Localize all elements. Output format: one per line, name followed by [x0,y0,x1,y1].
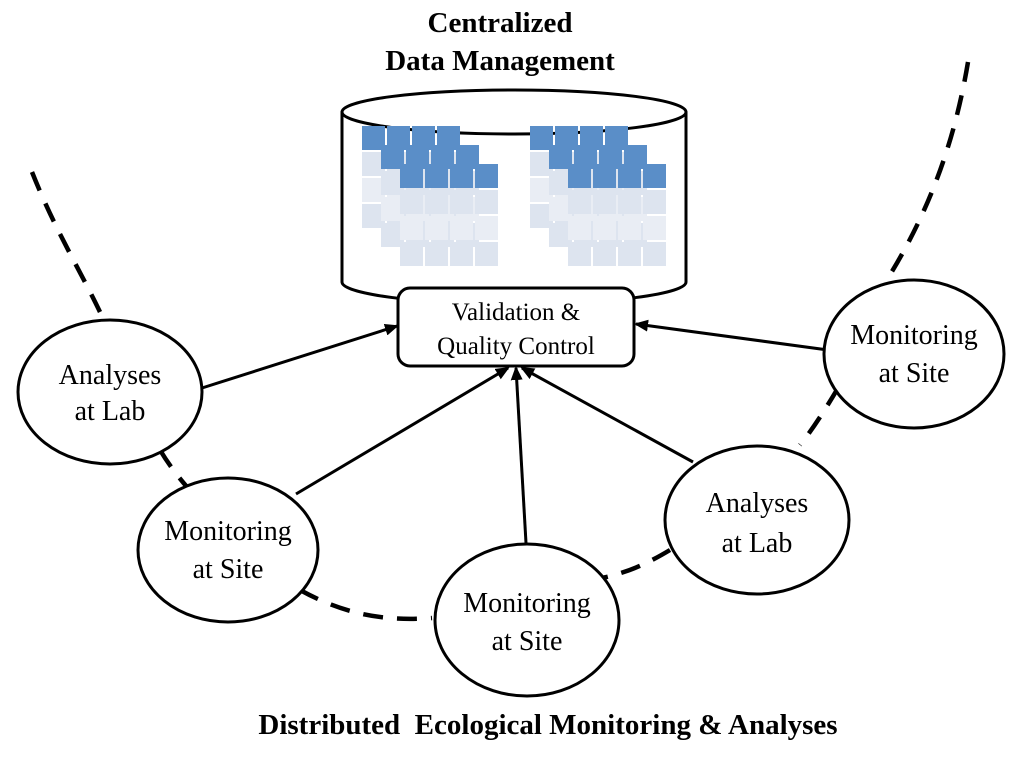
validation-box: Validation & Quality Control [396,286,636,368]
table-body-cell [475,216,498,240]
table-header-cell [387,126,410,150]
node-label-line1: Monitoring [164,516,292,547]
table-body-cell [643,190,666,214]
table-body-cell [643,242,666,266]
table-body-cell [425,216,448,240]
node-monitoring-site-left: Monitoring at Site [136,476,320,624]
arrow-monitoring-left [295,366,510,496]
table-header-cell [555,126,578,150]
table-header-cell [643,164,666,188]
database-cylinder [340,88,688,306]
table-body-cell [362,178,385,202]
table-body-cell [568,216,591,240]
table-header-cell [450,164,473,188]
table-header-cell [568,164,591,188]
table-header-cell [549,145,572,169]
table-header-cell [605,126,628,150]
table-body-cell [425,190,448,214]
node-label-line1: Analyses [706,488,809,519]
table-body-cell [593,216,616,240]
table-header-cell [381,145,404,169]
arrow-monitoring-center [510,366,528,544]
node-analyses-lab-left: Analyses at Lab [16,318,204,466]
table-body-cell [593,190,616,214]
table-header-cell [580,126,603,150]
table-body-cell [549,223,572,247]
node-label-line1: Monitoring [463,588,591,619]
table-header-cell [599,145,622,169]
data-tables-group [362,126,666,266]
table-header-cell [437,126,460,150]
validation-box-line1: Validation & [452,299,580,326]
node-analyses-lab-right: Analyses at Lab [663,444,851,596]
table-body-cell [381,223,404,247]
node-monitoring-site-right: Monitoring at Site [822,278,1006,430]
table-header-cell [574,145,597,169]
table-header-cell [406,145,429,169]
table-body-cell [618,242,641,266]
table-body-cell [530,152,553,176]
node-label-line2: at Lab [722,528,793,559]
table-body-cell [568,242,591,266]
table-body-cell [475,242,498,266]
table-body-cell [475,190,498,214]
table-body-cell [530,178,553,202]
node-label-line2: at Site [492,626,563,657]
table-header-cell [475,164,498,188]
validation-box-line2: Quality Control [437,333,595,360]
node-label-line2: at Site [879,358,950,389]
table-header-cell [593,164,616,188]
arrow-analyses-left [201,323,399,390]
node-label-line2: at Lab [75,396,146,427]
table-body-cell [400,242,423,266]
diagram-title-line2: Data Management [385,45,615,77]
table-header-cell [425,164,448,188]
node-label-line1: Analyses [59,360,162,391]
table-body-cell [593,242,616,266]
data-table-icon [400,164,498,266]
table-body-cell [450,190,473,214]
table-body-cell [381,197,404,221]
arrow-analyses-right [520,366,694,464]
table-body-cell [362,204,385,228]
table-body-cell [450,216,473,240]
table-body-cell [530,204,553,228]
table-body-cell [568,190,591,214]
arrow-monitoring-right [634,319,829,352]
table-header-cell [431,145,454,169]
left-dashed-boundary [29,171,433,622]
table-body-cell [425,242,448,266]
table-body-cell [450,242,473,266]
table-body-cell [362,152,385,176]
table-header-cell [618,164,641,188]
data-table-icon [568,164,666,266]
table-body-cell [549,197,572,221]
node-label-line1: Monitoring [850,320,978,351]
table-body-cell [618,216,641,240]
table-header-cell [624,145,647,169]
diagram-footer: Distributed Ecological Monitoring & Anal… [258,709,837,741]
diagram-title-line1: Centralized [428,7,573,39]
node-monitoring-site-center: Monitoring at Site [433,542,621,698]
table-body-cell [618,190,641,214]
table-header-cell [362,126,385,150]
table-header-cell [400,164,423,188]
node-label-line2: at Site [193,554,264,585]
table-body-cell [400,216,423,240]
table-body-cell [643,216,666,240]
table-header-cell [456,145,479,169]
table-header-cell [530,126,553,150]
right-dashed-boundary [601,61,971,581]
table-body-cell [381,171,404,195]
table-header-cell [412,126,435,150]
table-body-cell [400,190,423,214]
table-body-cell [549,171,572,195]
